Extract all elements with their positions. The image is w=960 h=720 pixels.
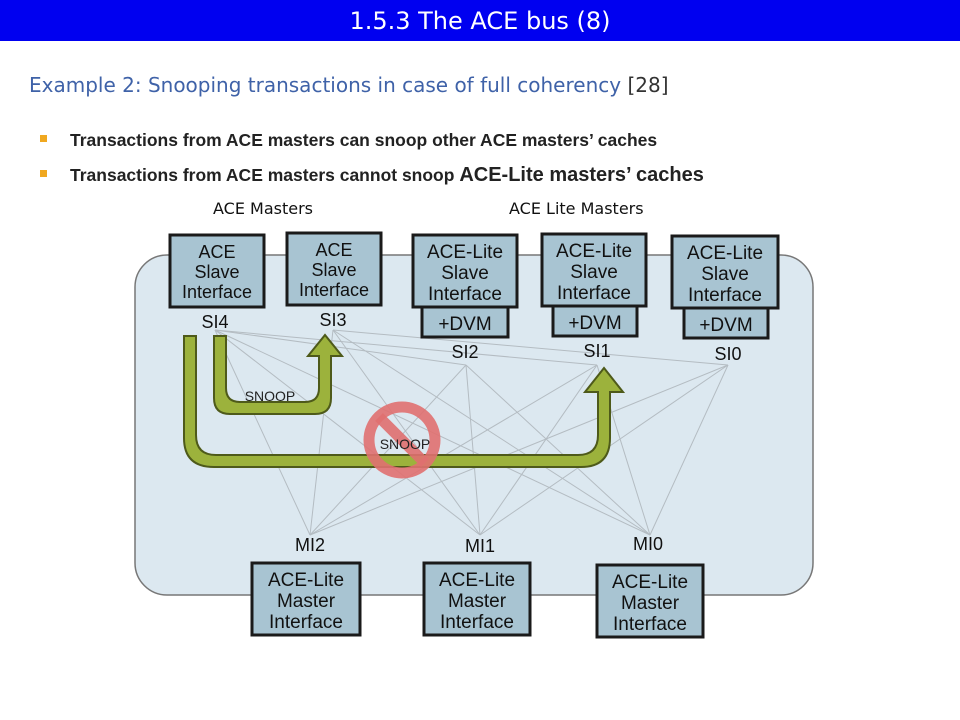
si4-line-1: ACE	[198, 242, 235, 262]
subtitle-text: Example 2: Snooping transactions in case…	[29, 73, 622, 97]
master-interface-mi1: ACE-Lite Master Interface	[422, 561, 532, 637]
mi2-line-1: ACE-Lite	[268, 570, 344, 591]
si2-line-2: Slave	[441, 263, 489, 284]
slave-interface-si4: ACE Slave Interface	[168, 233, 266, 309]
si1-line-3: Interface	[557, 283, 631, 304]
si2-line-1: ACE-Lite	[427, 242, 503, 263]
port-label-si4: SI4	[201, 312, 228, 332]
mi1-line-2: Master	[448, 591, 507, 612]
si4-line-3: Interface	[182, 282, 252, 302]
snoop-allowed-label: SNOOP	[245, 388, 296, 404]
interconnect-mesh	[214, 329, 729, 536]
slide-title: 1.5.3 The ACE bus (8)	[0, 0, 960, 41]
snoop-arrow-allowed	[213, 333, 345, 415]
bullet-marker-icon	[40, 134, 47, 142]
si0-line-2: Slave	[701, 264, 749, 285]
port-label-mi1: MI1	[465, 536, 495, 556]
port-label-si2: SI2	[451, 342, 478, 362]
mi1-line-3: Interface	[440, 612, 514, 633]
si2-line-3: Interface	[428, 284, 502, 305]
port-label-mi0: MI0	[633, 534, 663, 554]
si3-line-2: Slave	[311, 260, 356, 280]
si3-line-3: Interface	[299, 280, 369, 300]
si0-line-3: Interface	[688, 285, 762, 306]
mi1-line-1: ACE-Lite	[439, 570, 515, 591]
slave-interface-si1: ACE-Lite Slave Interface +DVM	[540, 232, 648, 338]
slave-interface-si3: ACE Slave Interface	[285, 231, 383, 307]
mi2-line-2: Master	[277, 591, 336, 612]
slave-interface-si0: ACE-Lite Slave Interface +DVM	[670, 234, 780, 340]
ace-masters-label: ACE Masters	[213, 199, 314, 218]
si3-line-1: ACE	[315, 240, 352, 260]
bullet-1: Transactions from ACE masters can snoop …	[40, 130, 657, 151]
ace-lite-masters-label: ACE Lite Masters	[509, 199, 644, 218]
bullet-1-text: Transactions from ACE masters can snoop …	[70, 130, 658, 150]
si2-dvm-label: +DVM	[438, 314, 491, 335]
slide-subtitle: Example 2: Snooping transactions in case…	[29, 73, 669, 97]
master-interface-mi2: ACE-Lite Master Interface	[250, 561, 362, 637]
slave-interface-si2: ACE-Lite Slave Interface +DVM	[411, 233, 519, 339]
snoop-arrow-blocked	[183, 335, 626, 468]
bullet-marker-icon	[40, 169, 47, 177]
si0-dvm-label: +DVM	[699, 315, 752, 336]
si0-line-1: ACE-Lite	[687, 243, 763, 264]
si1-line-1: ACE-Lite	[556, 241, 632, 262]
mi0-line-3: Interface	[613, 614, 687, 635]
bullet-2: Transactions from ACE masters cannot sno…	[40, 164, 704, 187]
port-label-si0: SI0	[714, 344, 741, 364]
reference-number: [28]	[627, 73, 669, 97]
port-label-si1: SI1	[583, 341, 610, 361]
port-label-si3: SI3	[319, 310, 346, 330]
port-label-mi2: MI2	[295, 535, 325, 555]
snoop-blocked-label: SNOOP	[380, 436, 431, 452]
prohibited-icon	[363, 401, 441, 479]
si4-line-2: Slave	[194, 262, 239, 282]
mi0-line-2: Master	[621, 593, 680, 614]
bullet-2-emphasis: ACE-Lite masters’ caches	[459, 164, 704, 186]
bullet-2-text: Transactions from ACE masters cannot sno…	[70, 165, 460, 185]
si1-line-2: Slave	[570, 262, 618, 283]
master-interface-mi0: ACE-Lite Master Interface	[595, 563, 705, 639]
mi2-line-3: Interface	[269, 612, 343, 633]
mi0-line-1: ACE-Lite	[612, 572, 688, 593]
si1-dvm-label: +DVM	[568, 313, 621, 334]
